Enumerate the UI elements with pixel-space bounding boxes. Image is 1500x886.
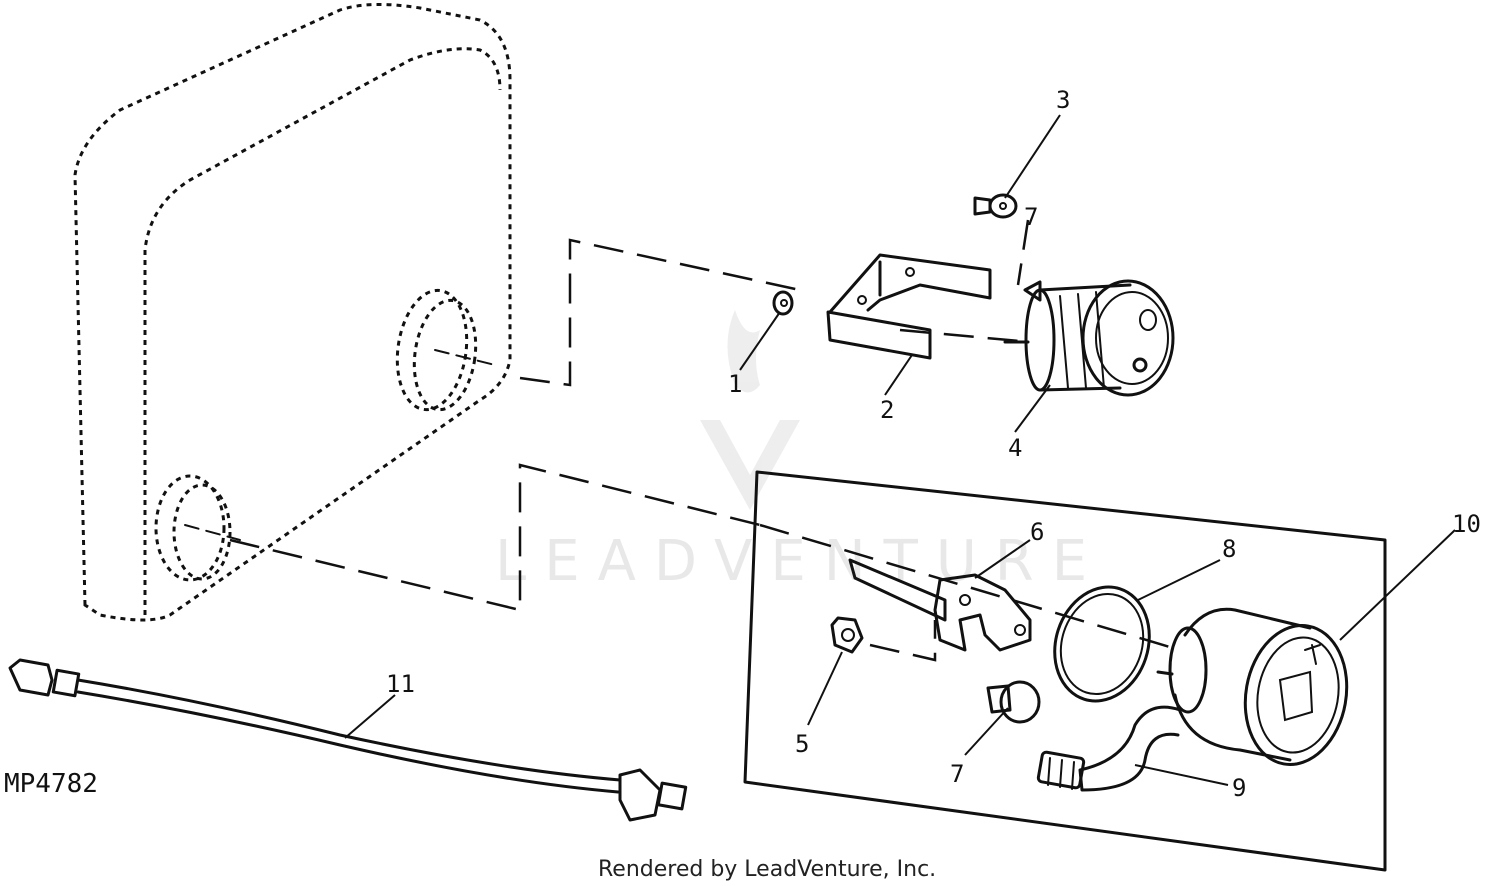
callout-7a: 7 bbox=[1024, 203, 1038, 231]
callout-10: 10 bbox=[1452, 510, 1481, 538]
assembly-lines bbox=[229, 238, 1181, 652]
part-3-bulb bbox=[973, 193, 1030, 286]
callout-7b: 7 bbox=[950, 760, 964, 788]
callout-2: 2 bbox=[880, 396, 894, 424]
callout-5: 5 bbox=[795, 730, 809, 758]
callout-11: 11 bbox=[386, 670, 415, 698]
part-1-nut bbox=[772, 290, 794, 316]
part-6-bracket bbox=[848, 558, 1032, 652]
callout-8: 8 bbox=[1222, 535, 1236, 563]
part-11-cable bbox=[8, 658, 688, 822]
callout-9: 9 bbox=[1232, 774, 1246, 802]
callout-3: 3 bbox=[1056, 86, 1070, 114]
watermark-text: LEADVENTURE bbox=[495, 529, 1105, 594]
part-9-harness bbox=[1036, 705, 1182, 792]
part-8-oring bbox=[1053, 585, 1151, 703]
callout-6: 6 bbox=[1030, 518, 1044, 546]
callout-1: 1 bbox=[728, 370, 742, 398]
part-2-bracket bbox=[826, 253, 992, 360]
part-4-gauge bbox=[1003, 279, 1175, 397]
part-5-nut bbox=[830, 616, 937, 662]
drawing-code: MP4782 bbox=[4, 769, 98, 799]
part-7-bulb bbox=[986, 680, 1041, 724]
credit-text: Rendered by LeadVenture, Inc. bbox=[598, 857, 936, 882]
callout-labels: 1 2 3 4 5 6 7 7 8 9 10 11 bbox=[386, 86, 1481, 802]
leader-lines bbox=[344, 114, 1456, 786]
part-10-gauge bbox=[1156, 607, 1349, 766]
dash-panel bbox=[73, 2, 512, 622]
callout-4: 4 bbox=[1008, 434, 1022, 462]
kit-frame bbox=[743, 470, 1387, 872]
